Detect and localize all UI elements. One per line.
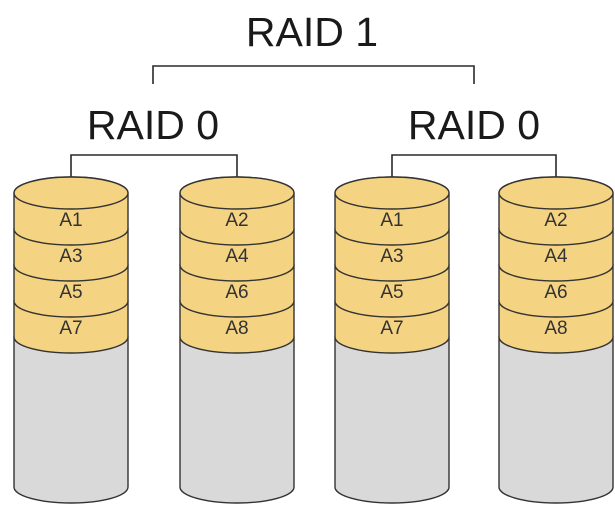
block-label: A5 — [59, 282, 82, 303]
raid0-left-title: RAID 0 — [87, 102, 219, 148]
block-label: A8 — [544, 318, 567, 339]
raid0-right-connector — [391, 154, 557, 190]
raid1-title: RAID 1 — [246, 9, 378, 55]
block-label: A7 — [380, 318, 403, 339]
raid0-right-title: RAID 0 — [408, 102, 540, 148]
block-label: A2 — [544, 210, 567, 231]
block-label: A3 — [59, 246, 82, 267]
block-label: A4 — [544, 246, 568, 267]
raid0-left-connector — [70, 154, 238, 190]
block-label: A1 — [380, 210, 403, 231]
block-label: A4 — [225, 246, 249, 267]
disk-top-cap — [498, 176, 614, 210]
disk-top-cap — [179, 176, 295, 210]
disk-top-cap — [13, 176, 129, 210]
block-label: A2 — [225, 210, 248, 231]
block-label: A3 — [380, 246, 403, 267]
raid1-connector — [152, 65, 475, 84]
disk-top-cap — [334, 176, 450, 210]
block-label: A8 — [225, 318, 248, 339]
block-label: A1 — [59, 210, 82, 231]
block-label: A6 — [544, 282, 567, 303]
block-label: A6 — [225, 282, 248, 303]
block-label: A5 — [380, 282, 403, 303]
block-label: A7 — [59, 318, 82, 339]
